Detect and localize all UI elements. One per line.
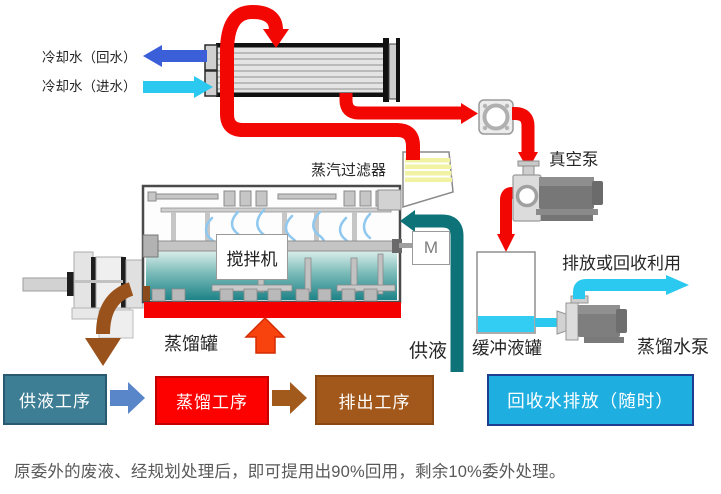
condensate-arrowhead-into-valve xyxy=(461,103,478,124)
steam-arrowhead-into-condenser xyxy=(263,29,289,48)
cooling-water-return-label: 冷却水（回水） xyxy=(42,50,137,65)
buffer-tank-icon xyxy=(476,251,536,334)
valve-icon xyxy=(478,99,514,135)
recycled-water-arrowhead xyxy=(666,275,689,295)
process-step-distill-label: 蒸馏工序 xyxy=(176,393,248,412)
cooling-in-arrow xyxy=(143,76,213,98)
discharge-port xyxy=(143,286,150,301)
cooling-return-arrow xyxy=(143,45,207,67)
discharge-or-reuse-label: 排放或回收利用 xyxy=(562,254,681,273)
steam-pipe xyxy=(220,4,461,160)
process-step-discharge-label: 排出工序 xyxy=(338,392,411,412)
heat-arrow xyxy=(244,316,286,354)
discharge-arrow xyxy=(85,282,134,366)
vessel-supports xyxy=(151,288,378,302)
buffer-tank-label: 缓冲液罐 xyxy=(472,338,542,358)
feed-pipe xyxy=(415,214,464,372)
heater-bar xyxy=(144,302,401,318)
steam-filter-label: 蒸汽过滤器 xyxy=(311,162,387,179)
vacuum-pump-label: 真空泵 xyxy=(549,151,599,169)
agitator-label: 搅拌机 xyxy=(226,249,278,269)
feed-arrowhead-into-vessel xyxy=(400,210,415,232)
pipe-valve-to-pump xyxy=(512,107,535,153)
process-step-feed-label: 供液工序 xyxy=(19,392,91,411)
vacuum-pump-icon xyxy=(512,160,603,222)
feed-label: 供液 xyxy=(409,341,448,362)
process-step-feed: 供液工序 xyxy=(3,374,107,425)
agitator-box: 搅拌机 xyxy=(216,234,288,280)
vessel-top-duct xyxy=(377,189,402,211)
steam-filter-icon xyxy=(402,151,454,209)
cooling-water-in-label: 冷却水（进水） xyxy=(42,79,137,94)
motor-label: M xyxy=(423,238,439,257)
distillation-water-pump-icon xyxy=(535,295,627,343)
distillation-water-pump-label: 蒸馏水泵 xyxy=(637,337,709,357)
pipe-pump-to-tank xyxy=(500,187,523,235)
arrowhead-into-buffer-tank xyxy=(497,234,515,252)
process-step-discharge: 排出工序 xyxy=(315,375,434,425)
motor-box: M xyxy=(412,231,450,265)
recycled-water-banner: 回收水排放（随时） xyxy=(487,374,694,426)
recycled-water-banner-label: 回收水排放（随时） xyxy=(507,390,674,411)
flow-arrow-2 xyxy=(272,382,307,414)
process-step-distill: 蒸馏工序 xyxy=(155,376,269,425)
bottom-caption: 原委外的废液、经规划处理后，即可提用出90%回用，剩余10%委外处理。 xyxy=(14,463,566,481)
flow-arrow-1 xyxy=(110,382,145,414)
distillation-tank-label: 蒸馏罐 xyxy=(164,334,218,354)
condenser-icon xyxy=(204,38,400,102)
recycled-water-pipe xyxy=(573,279,666,299)
